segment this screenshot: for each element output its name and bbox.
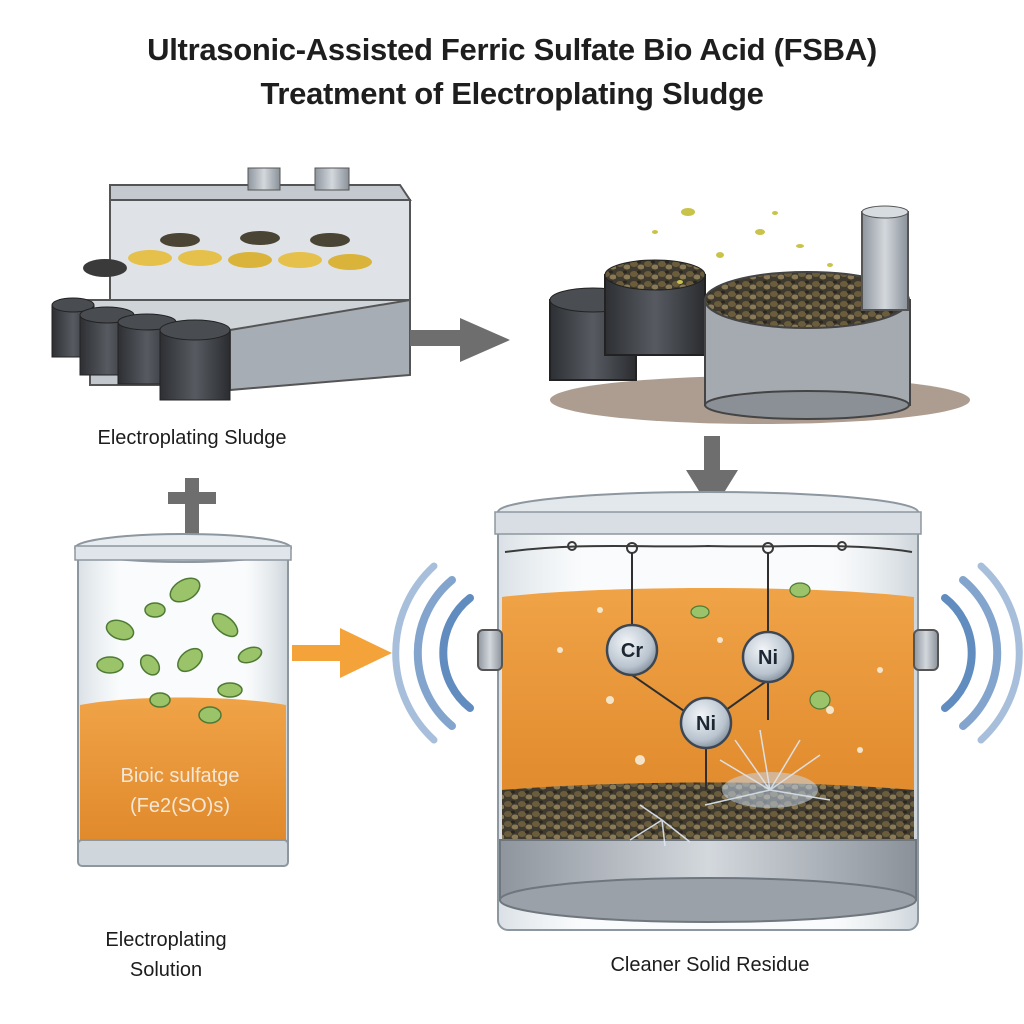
diagram-title: Ultrasonic-Assisted Ferric Sulfate Bio A… (0, 28, 1024, 116)
ultrasonic-waves-left-icon (392, 562, 474, 744)
caption-solution-line-2: Solution (129, 959, 203, 981)
arrow-to-sludge-heaps (410, 318, 510, 362)
caption-cleaner-solid-residue: Cleaner Solid Residue (610, 954, 810, 976)
bio-acid-cylinder: Bioic sulfatge (Fe2(SO)s) (74, 533, 292, 867)
ion-cr-label: Cr (621, 640, 643, 662)
caption-electroplating-solution: Electroplating Solution (66, 925, 266, 985)
sludge-facility (51, 167, 412, 401)
liquid-label-line-1: Bioic sulfatge (121, 765, 240, 787)
ion-ni-right-label: Ni (758, 647, 778, 669)
title-line-1: Ultrasonic-Assisted Ferric Sulfate Bio A… (147, 32, 877, 67)
title-line-2: Treatment of Electroplating Sludge (260, 76, 764, 111)
liquid-label-line-2: (Fe2(SO)s) (130, 795, 230, 817)
arrow-to-reactor-orange (292, 628, 392, 678)
caption-solution-line-1: Electroplating (105, 929, 227, 951)
sludge-heaps (549, 205, 970, 424)
ion-cr: Cr (605, 623, 659, 677)
ultrasonic-waves-right-icon (941, 562, 1023, 744)
caption-electroplating-sludge: Electroplating Sludge (97, 427, 287, 449)
ion-ni-bottom: Ni (679, 696, 733, 750)
arrow-to-reactor (686, 436, 738, 512)
ion-ni-right: Ni (741, 630, 795, 684)
ion-ni-bottom-label: Ni (696, 713, 716, 735)
arrow-up-to-sludge (168, 478, 216, 536)
